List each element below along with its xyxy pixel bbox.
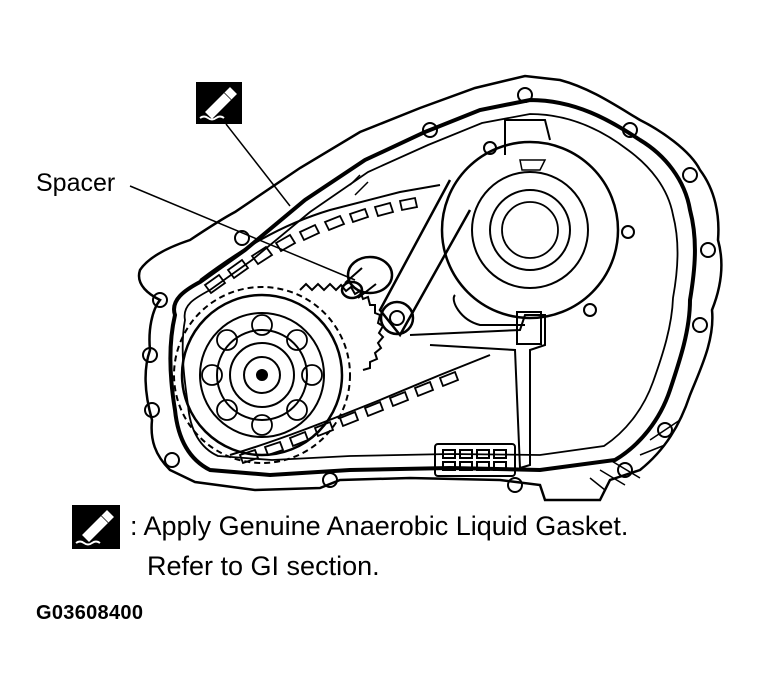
idler-gear	[299, 282, 385, 371]
liquid-gasket-icon	[72, 505, 120, 549]
spacer-part	[340, 255, 394, 300]
case-outer-flange	[137, 74, 723, 502]
flange-bolt-holes	[142, 87, 716, 493]
drive-chain-lower	[229, 354, 491, 456]
case-hatching	[349, 174, 681, 491]
legend-separator: :	[130, 511, 138, 541]
chain-links-lower	[238, 370, 460, 465]
gasket-bead	[168, 97, 697, 478]
spacer-leader-line	[129, 185, 356, 281]
magnet-block	[434, 443, 516, 477]
front-sprocket	[173, 286, 351, 464]
chain-links-upper	[203, 196, 419, 295]
legend-text-1: Apply Genuine Anaerobic Liquid Gasket.	[143, 511, 629, 541]
shift-fork	[378, 179, 546, 470]
liquid-gasket-icon-top	[196, 82, 242, 124]
gasket-leader-line	[225, 123, 291, 207]
rear-output-housing	[440, 119, 635, 326]
drive-chain-upper	[199, 184, 441, 281]
figure-id: G03608400	[36, 602, 144, 624]
legend-line-2: Refer to GI section.	[147, 551, 380, 581]
legend-line-1: : Apply Genuine Anaerobic Liquid Gasket.	[130, 509, 628, 543]
case-inner-wall	[181, 113, 679, 461]
spacer-callout-label: Spacer	[36, 169, 116, 197]
